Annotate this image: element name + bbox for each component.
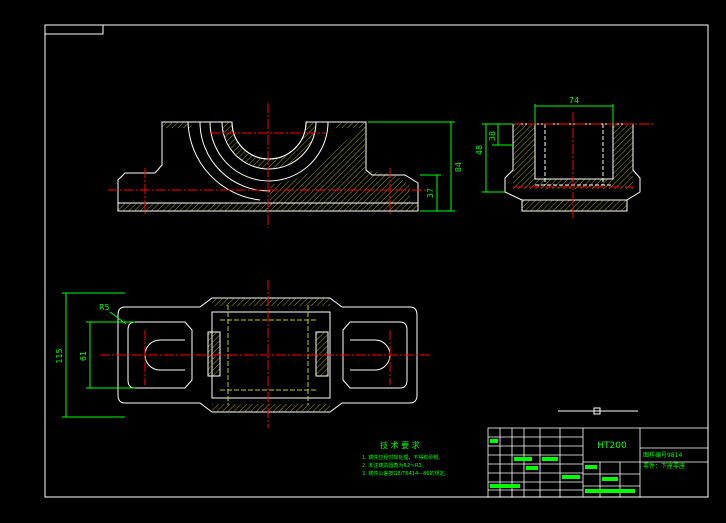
title-block-part-name: 零件：下座零座 [643,462,685,470]
notes-item-3: 3. 铸件公差按GB/T6414—86的规定。 [362,470,450,477]
front-view: 84 37 [108,103,463,228]
title-block [487,427,709,498]
title-block-fills [490,439,635,493]
top-view-bore-hatch-right [315,331,329,377]
side-view-bore [534,123,614,180]
front-view-section-hatch [270,125,410,205]
section-symbol [558,407,638,415]
side-view-base [521,199,628,212]
top-view-centerlines [100,280,432,428]
top-view-outline [117,297,418,413]
title-block-org: 图样编号9814 [643,451,682,459]
side-view-hidden-lines [535,124,613,186]
front-view-inner-section [222,122,316,169]
side-view-height-outer: 48 [475,145,484,155]
notes-title: 技 术 要 求 [380,440,420,450]
side-view-dimensions [482,104,614,193]
top-view-dimensions [62,292,135,418]
top-view-width-total: 115 [55,348,64,363]
front-view-ledge-right [336,122,366,128]
front-view-dimensions [368,121,455,212]
side-view-height-inner: 38 [488,131,497,141]
side-view: 74 48 38 [475,96,655,218]
top-view-width-inner: 61 [79,351,88,361]
side-view-width-top: 74 [569,96,579,105]
drawing-frame [44,24,709,498]
top-view: R5 115 61 [55,280,432,428]
front-view-height-total: 84 [454,162,463,172]
notes-item-2: 2. 未注铸造圆角为R2～R3。 [362,462,427,469]
front-view-ledge-left [162,122,192,128]
side-view-centerlines [495,112,655,218]
title-block-material: HT200 [597,441,627,451]
top-view-bore-hatch-left [207,331,221,377]
front-view-centerlines [108,103,428,228]
top-view-radius: R5 [99,303,110,312]
top-view-top-strip [212,298,330,306]
notes-item-1: 1. 铸件应经时效处理，不得有砂眼。 [362,454,443,461]
technical-notes: 技 术 要 求 1. 铸件应经时效处理，不得有砂眼。 2. 未注铸造圆角为R2～… [362,440,450,477]
front-view-height-base: 37 [426,188,435,198]
top-view-bottom-strip [212,404,330,412]
top-view-inner-outline [127,321,193,389]
top-view-inner-outline-right [342,321,408,389]
